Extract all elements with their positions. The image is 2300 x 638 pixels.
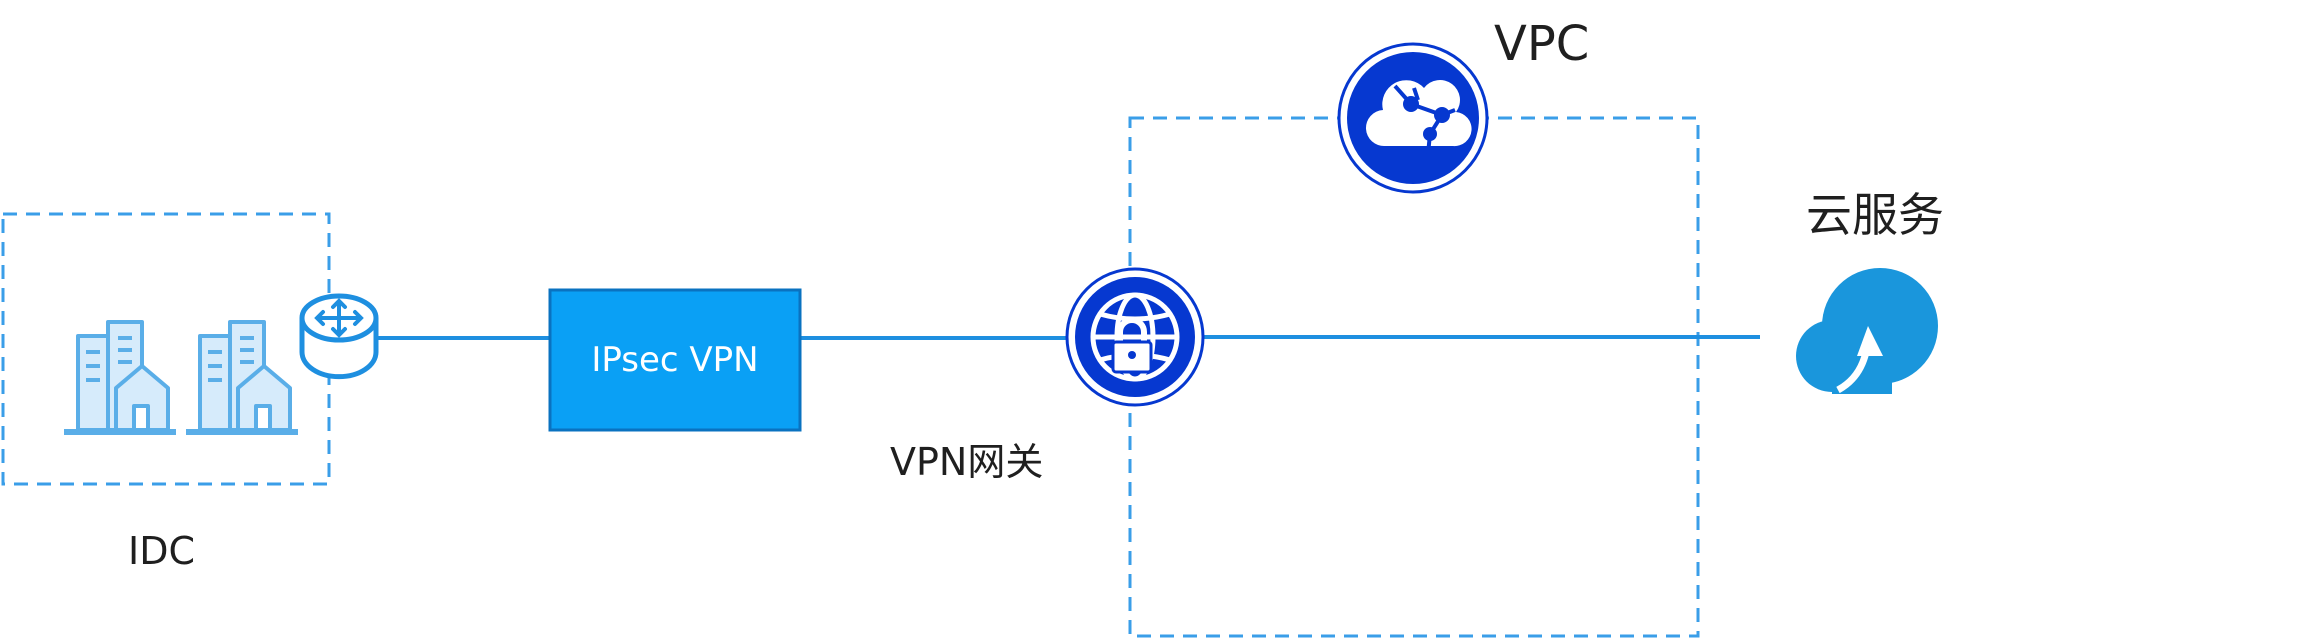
idc-label: IDC — [128, 529, 196, 573]
globe-lock-icon — [1065, 267, 1205, 407]
vpc-group-border — [1128, 116, 1700, 638]
ipsec-vpn-label: IPsec VPN — [591, 340, 759, 380]
building-icon — [64, 320, 298, 435]
cloud-upload-icon — [1796, 268, 1938, 394]
cloud-service-label: 云服务 — [1806, 188, 1944, 242]
vpn-gateway-label: VPN网关 — [890, 440, 1044, 484]
ipsec-vpn-box — [548, 288, 802, 432]
cloud-network-icon — [1337, 42, 1489, 194]
router-icon — [299, 293, 379, 380]
idc-group-border — [1, 212, 331, 486]
vpc-label: VPC — [1494, 16, 1590, 72]
